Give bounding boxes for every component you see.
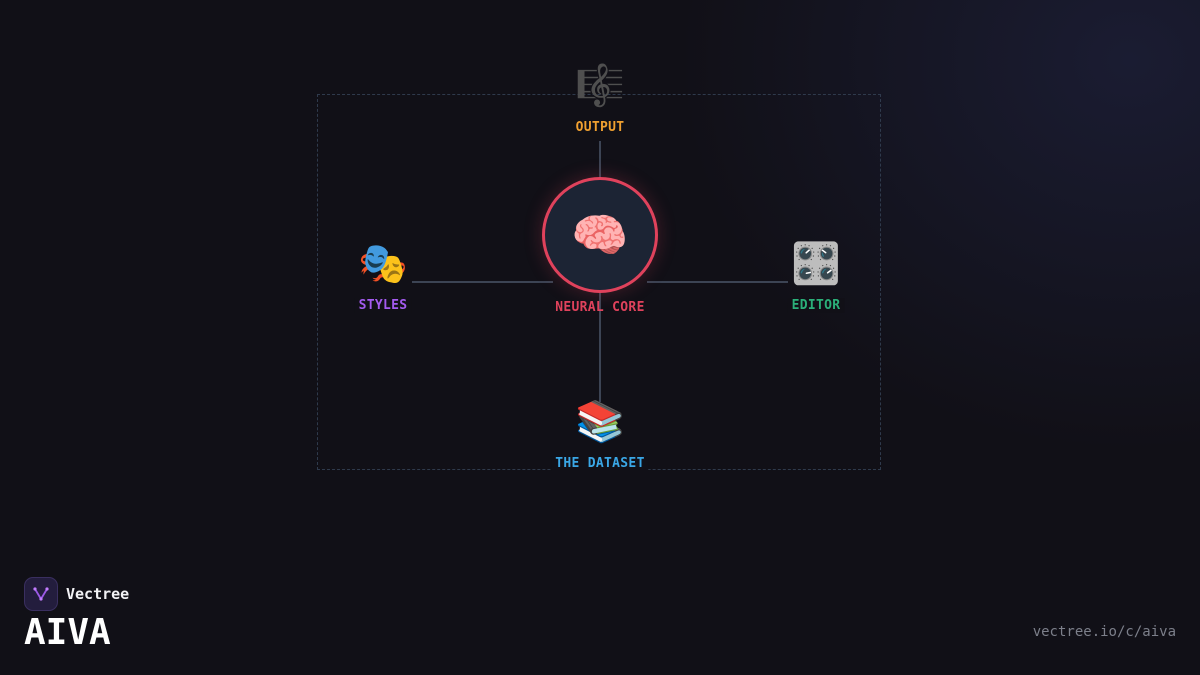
- brand-name: Vectree: [66, 585, 130, 603]
- node-output: 🎼 OUTPUT: [571, 62, 629, 135]
- books-icon: 📚: [575, 399, 625, 445]
- music-score-icon: 🎼: [575, 63, 625, 109]
- brain-icon: 🧠: [571, 208, 629, 262]
- neural-core-label: NEURAL CORE: [555, 300, 645, 315]
- node-editor: 🎛️ EDITOR: [787, 240, 845, 313]
- node-styles: 🎭 STYLES: [354, 240, 412, 313]
- node-styles-label: STYLES: [354, 298, 412, 313]
- node-editor-label: EDITOR: [787, 298, 845, 313]
- node-dataset: 📚 THE DATASET: [551, 398, 649, 471]
- theater-masks-icon: 🎭: [358, 241, 408, 287]
- node-dataset-label: THE DATASET: [551, 456, 649, 471]
- control-knobs-icon: 🎛️: [791, 241, 841, 287]
- node-output-label: OUTPUT: [571, 120, 629, 135]
- brand[interactable]: Vectree: [24, 577, 129, 611]
- neural-core-node: 🧠: [542, 177, 658, 293]
- source-url-link[interactable]: vectree.io/c/aiva: [1032, 624, 1176, 640]
- page-title: AIVA: [24, 612, 111, 653]
- vectree-logo-icon: [24, 577, 58, 611]
